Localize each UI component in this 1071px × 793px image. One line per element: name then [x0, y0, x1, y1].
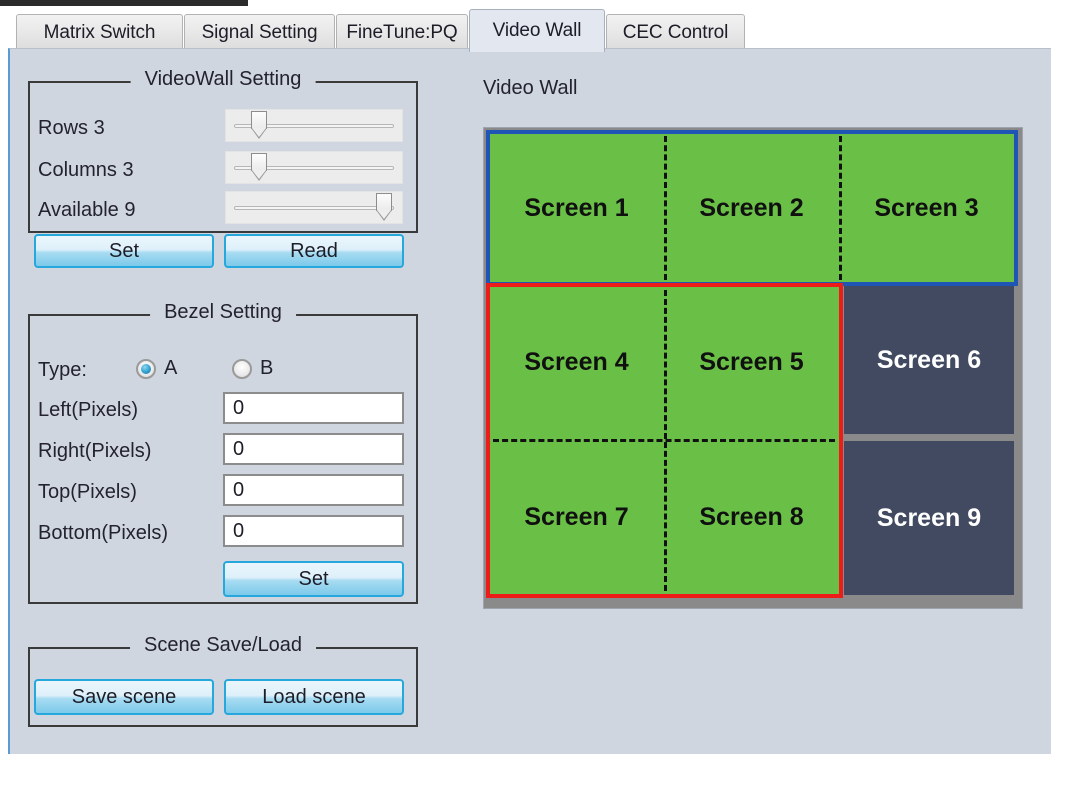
screen-tile-5[interactable]: Screen 5: [664, 286, 839, 439]
video-wall-tab-page: VideoWall Setting Rows 3 Columns 3 Avail…: [8, 48, 1063, 754]
available-slider-thumb[interactable]: [376, 192, 392, 221]
screen-tile-8[interactable]: Screen 8: [664, 439, 839, 595]
bezel-right-input[interactable]: [223, 433, 404, 465]
radio-a-indicator[interactable]: [136, 358, 156, 379]
bezel-set-button[interactable]: Set: [223, 561, 404, 597]
bezel-type-radio-a[interactable]: A: [136, 357, 177, 380]
bezel-top-input[interactable]: [223, 474, 404, 506]
tab-video-wall[interactable]: Video Wall: [469, 9, 605, 52]
rows-label: Rows 3: [38, 117, 105, 139]
videowall-setting-group: VideoWall Setting: [28, 68, 418, 233]
available-slider-track: [234, 205, 394, 210]
window-bottom-edge: [0, 754, 1071, 793]
columns-label: Columns 3: [38, 159, 134, 181]
videowall-setting-title: VideoWall Setting: [130, 68, 316, 91]
tab-finetune-pq[interactable]: FineTune:PQ: [336, 14, 468, 50]
screen-tile-7[interactable]: Screen 7: [489, 439, 664, 595]
bezel-type-label: Type:: [38, 359, 87, 381]
tab-signal-setting[interactable]: Signal Setting: [184, 14, 335, 50]
bezel-bottom-input[interactable]: [223, 515, 404, 547]
tab-bar: Matrix Switch Signal Setting FineTune:PQ…: [8, 7, 1063, 52]
bezel-top-label: Top(Pixels): [38, 481, 137, 503]
screen-tile-4[interactable]: Screen 4: [489, 286, 664, 439]
bezel-type-radio-b[interactable]: B: [232, 357, 273, 380]
load-scene-button[interactable]: Load scene: [224, 679, 404, 715]
scene-save-load-title: Scene Save/Load: [130, 634, 316, 657]
columns-slider-thumb[interactable]: [251, 152, 267, 181]
bezel-left-input[interactable]: [223, 392, 404, 424]
window-top-white-edge: [248, 0, 1071, 6]
bezel-bottom-label: Bottom(Pixels): [38, 522, 169, 544]
available-label: Available 9: [38, 199, 136, 221]
video-wall-heading: Video Wall: [483, 77, 578, 99]
save-scene-button[interactable]: Save scene: [34, 679, 214, 715]
window-top-edge: [0, 0, 248, 6]
screen-tile-6[interactable]: Screen 6: [844, 286, 1014, 434]
bezel-left-label: Left(Pixels): [38, 399, 139, 421]
bezel-setting-group: Bezel Setting: [28, 301, 418, 604]
rows-slider-track: [234, 123, 394, 128]
screen-tile-9[interactable]: Screen 9: [844, 441, 1014, 595]
available-slider[interactable]: [225, 191, 403, 224]
rows-slider-thumb[interactable]: [251, 110, 267, 139]
tab-matrix-switch[interactable]: Matrix Switch: [16, 14, 183, 50]
videowall-set-button[interactable]: Set: [34, 234, 214, 268]
bezel-right-label: Right(Pixels): [38, 440, 152, 462]
window-right-edge: [1051, 48, 1071, 754]
videowall-read-button[interactable]: Read: [224, 234, 404, 268]
scene-save-load-group: Scene Save/Load: [28, 634, 418, 727]
tab-cec-control[interactable]: CEC Control: [606, 14, 745, 50]
bezel-setting-title: Bezel Setting: [150, 301, 296, 324]
screen-tile-2[interactable]: Screen 2: [664, 133, 839, 283]
video-wall-grid: Screen 1 Screen 2 Screen 3 Screen 4 Scre…: [483, 127, 1023, 609]
radio-b-indicator[interactable]: [232, 358, 252, 379]
columns-slider-track: [234, 165, 394, 170]
screen-tile-3[interactable]: Screen 3: [839, 133, 1014, 283]
radio-b-label: B: [260, 357, 274, 379]
radio-a-label: A: [164, 357, 178, 379]
rows-slider[interactable]: [225, 109, 403, 142]
columns-slider[interactable]: [225, 151, 403, 184]
screen-tile-1[interactable]: Screen 1: [489, 133, 664, 283]
